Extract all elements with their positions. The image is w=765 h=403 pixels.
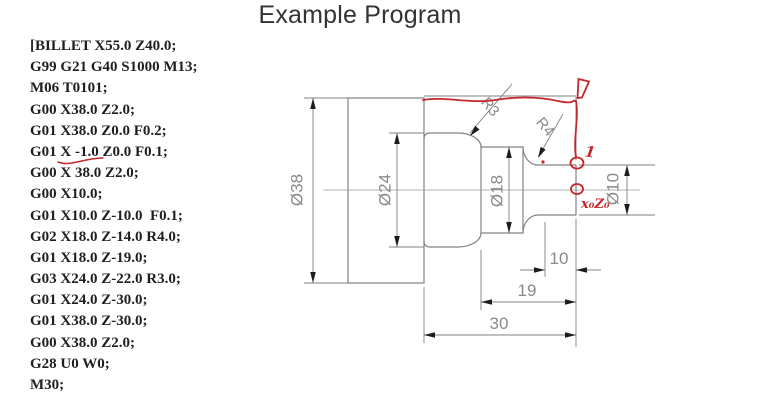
dimension-len30: 30 [423,219,577,347]
red-circle-point1 [569,156,585,170]
gcode-listing: [BILLET X55.0 Z40.0; G99 G21 G40 S1000 M1… [30,36,198,396]
label-dia18: Ø18 [488,175,507,207]
radius-r4-callout: R4 [532,113,564,158]
gcode-line: G02 X18.0 Z-14.0 R4.0; [30,228,181,245]
gcode-line: G00 X 38.0 Z2.0; [30,165,139,182]
dimension-len19: 19 [480,250,576,310]
dimension-dia24: Ø24 [376,132,424,248]
label-dia10: Ø10 [604,173,623,205]
profile-lower [423,214,576,248]
red-toolpath-trace [422,96,577,104]
label-dia38: Ø38 [288,174,307,206]
gcode-line: [BILLET X55.0 Z40.0; [30,38,177,54]
dimension-len10: 10 [520,222,601,277]
gcode-line: G00 X10.0; [30,186,103,203]
gcode-line: G28 U0 W0; [30,355,110,372]
gcode-line: G01 X -1.0 Z0.0 F0.1; [30,143,168,160]
gcode-line: G01 X18.0 Z-19.0; [30,249,148,266]
red-vertical-trace [574,100,578,158]
red-label-origin: x₀Z₀ [580,197,610,212]
label-r3: R3 [477,94,502,120]
part-outline [323,95,640,284]
label-dia24: Ø24 [376,174,395,206]
gcode-line: G03 X24.0 Z-22.0 R3.0; [30,271,181,288]
red-flag [576,77,591,100]
label-len19: 19 [518,281,537,300]
label-r4: R4 [532,114,557,140]
gcode-line: M06 T0101; [30,80,108,97]
red-dot [541,160,545,164]
dimension-dia18: Ø18 [488,147,512,233]
red-annotations: 1 x₀Z₀ [57,77,610,212]
profile-upper [423,132,576,166]
gcode-line: G00 X38.0 Z2.0; [30,334,135,351]
gcode-line: G01 X38.0 Z-30.0; [30,313,148,330]
page-title: Example Program [258,1,462,29]
gcode-line: G99 G21 G40 S1000 M13; [30,59,198,76]
dimension-dia38: Ø38 [288,97,348,284]
label-len10: 10 [550,249,569,268]
gcode-line: M30; [30,377,65,393]
gcode-line: G01 X24.0 Z-30.0; [30,292,148,309]
dimension-dia10: Ø10 [579,164,655,216]
gcode-line: G00 X38.0 Z2.0; [30,101,135,118]
gcode-line: G01 X10.0 Z-10.0 F0.1; [30,207,183,224]
red-circle-origin [570,183,584,195]
radius-r3-callout: R3 [469,83,513,136]
label-len30: 30 [490,314,509,333]
red-label-point1: 1 [584,142,597,161]
red-underline [57,157,104,165]
billet-block [347,97,425,284]
gcode-line: G01 X38.0 Z0.0 F0.2; [30,122,167,139]
